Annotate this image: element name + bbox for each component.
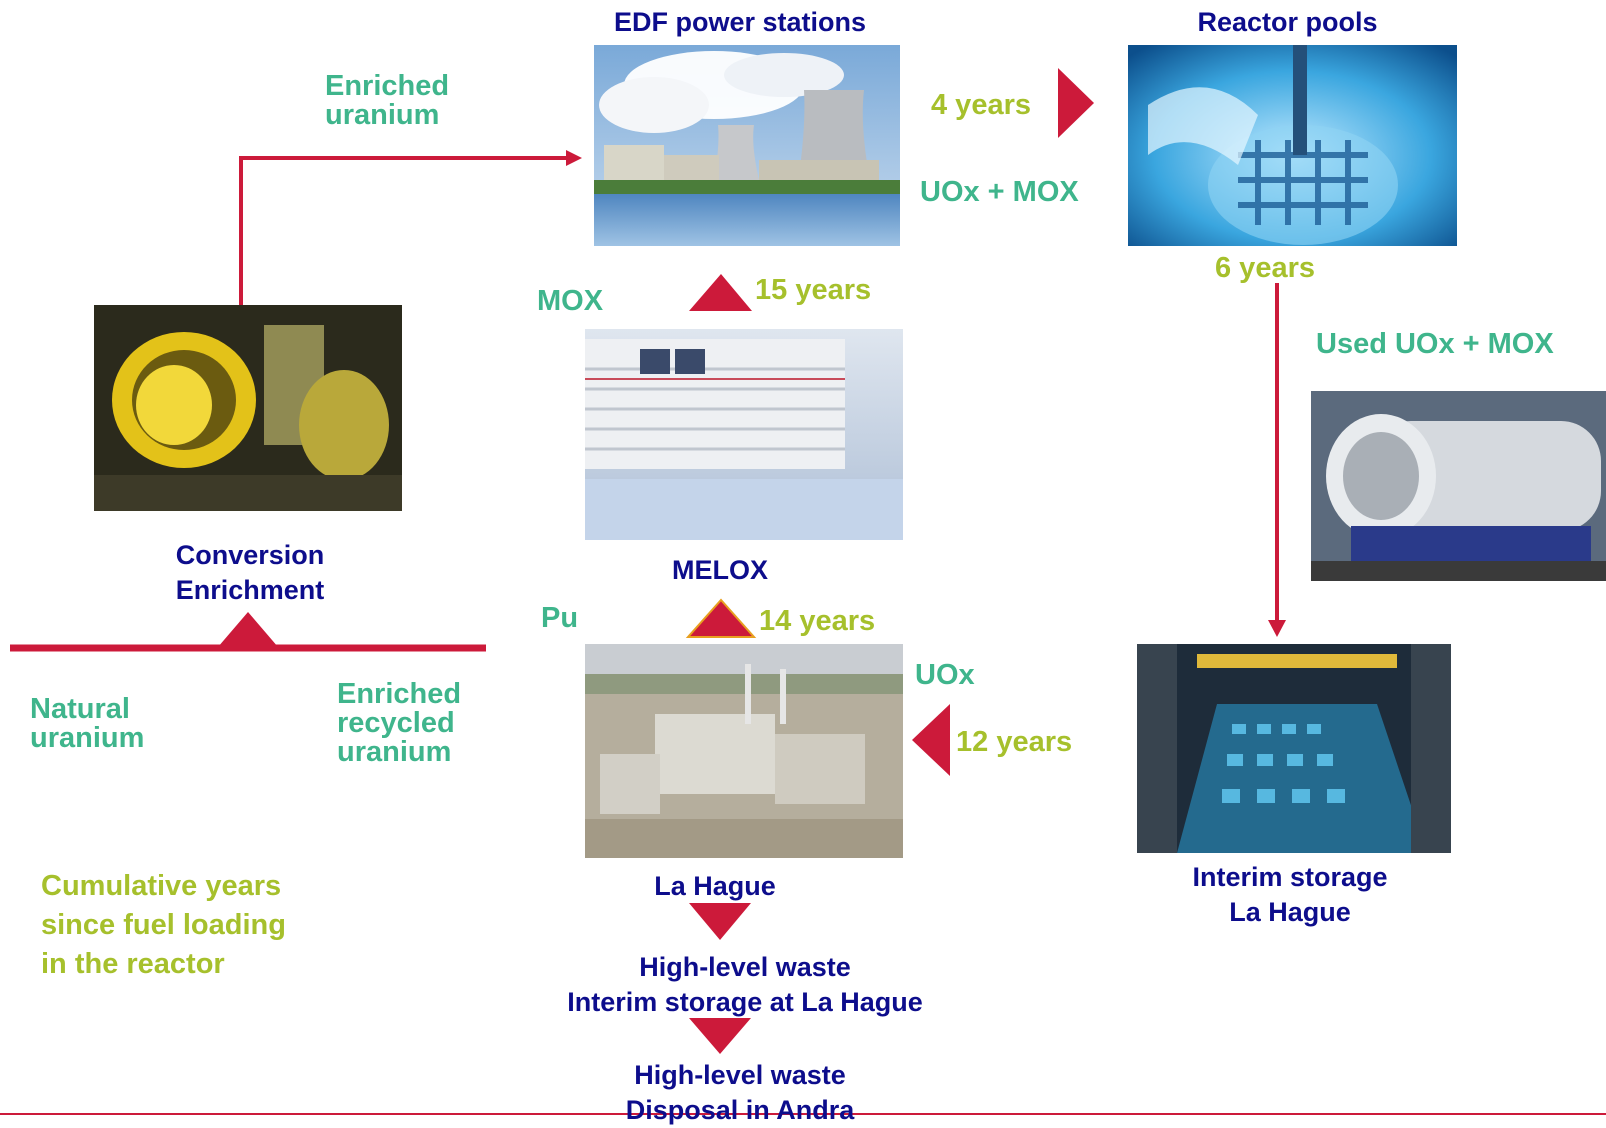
pools-to-storage-arrowhead	[1268, 620, 1286, 637]
interim-storage-photo	[1137, 644, 1451, 853]
hlw-disposal-line-2: Disposal in Andra	[625, 1095, 855, 1125]
years-15-label: 15 years	[755, 274, 872, 306]
edf-power-stations-title: EDF power stations	[613, 7, 867, 37]
melox-photo	[585, 329, 903, 540]
storage-to-lahague-arrow-head	[912, 704, 950, 776]
hlw-to-disposal-arrow	[689, 1018, 751, 1054]
interim-storage-line-2: La Hague	[1229, 897, 1351, 927]
hlw-disposal-line-1: High-level waste	[634, 1060, 846, 1090]
legend-line-3: in the reactor	[41, 948, 225, 980]
melox-label: MELOX	[671, 555, 768, 585]
enriched-uranium-label: Enriched uranium	[325, 72, 449, 130]
pu-label: Pu	[541, 602, 579, 634]
lahague-to-hlw-arrow	[689, 903, 751, 940]
enriched-uranium-connector	[239, 156, 566, 305]
years-6-label: 6 years	[1215, 252, 1315, 284]
natural-uranium-label: Natural uranium	[30, 695, 144, 753]
conversion-enrichment-photo	[94, 305, 402, 511]
uox-label: UOx	[915, 659, 975, 691]
mox-label: MOX	[537, 285, 604, 317]
uox-mox-label: UOx + MOX	[920, 176, 1079, 208]
enriched-recycled-uranium-label: Enriched recycled uranium	[337, 680, 461, 767]
years-14-label: 14 years	[759, 605, 876, 637]
enriched-uranium-line-1: Enriched	[325, 70, 450, 102]
hlw-interim-line-1: High-level waste	[639, 952, 851, 982]
legend-line-2: since fuel loading	[41, 909, 286, 941]
years-12-label: 12 years	[956, 726, 1073, 758]
hlw-interim-label: High-level waste Interim storage at La H…	[530, 950, 960, 1020]
conversion-enrichment-label: Conversion Enrichment	[130, 538, 370, 608]
conversion-triangle	[218, 612, 278, 647]
interim-storage-line-1: Interim storage	[1192, 862, 1388, 892]
cumulative-years-legend: Cumulative years since fuel loading in t…	[41, 867, 286, 984]
edf-power-station-photo	[594, 45, 900, 246]
natural-uranium-line-2: uranium	[30, 722, 145, 754]
enriched-recycled-line-1: Enriched	[337, 678, 462, 710]
natural-uranium-line-1: Natural	[30, 693, 130, 725]
interim-storage-label: Interim storage La Hague	[1160, 860, 1420, 930]
lahague-to-melox-arrow	[685, 598, 757, 638]
conversion-line: Conversion	[175, 540, 325, 570]
transport-cask-photo	[1311, 391, 1606, 581]
years-4-label: 4 years	[931, 89, 1031, 121]
legend-line-1: Cumulative years	[41, 870, 282, 902]
edf-to-pools-arrow	[1058, 68, 1094, 138]
enriched-uranium-arrowhead	[566, 150, 582, 166]
used-uox-mox-label: Used UOx + MOX	[1316, 328, 1554, 360]
hlw-interim-line-2: Interim storage at La Hague	[567, 987, 923, 1017]
enriched-uranium-line-2: uranium	[325, 99, 440, 131]
melox-to-edf-arrow	[689, 274, 752, 311]
enrichment-line: Enrichment	[175, 575, 325, 605]
enriched-recycled-line-3: uranium	[337, 736, 452, 768]
la-hague-label: La Hague	[654, 871, 776, 901]
reactor-pool-photo	[1128, 45, 1457, 246]
la-hague-photo	[585, 644, 903, 858]
enriched-recycled-line-2: recycled	[337, 707, 455, 739]
reactor-pools-title: Reactor pools	[1197, 7, 1378, 37]
